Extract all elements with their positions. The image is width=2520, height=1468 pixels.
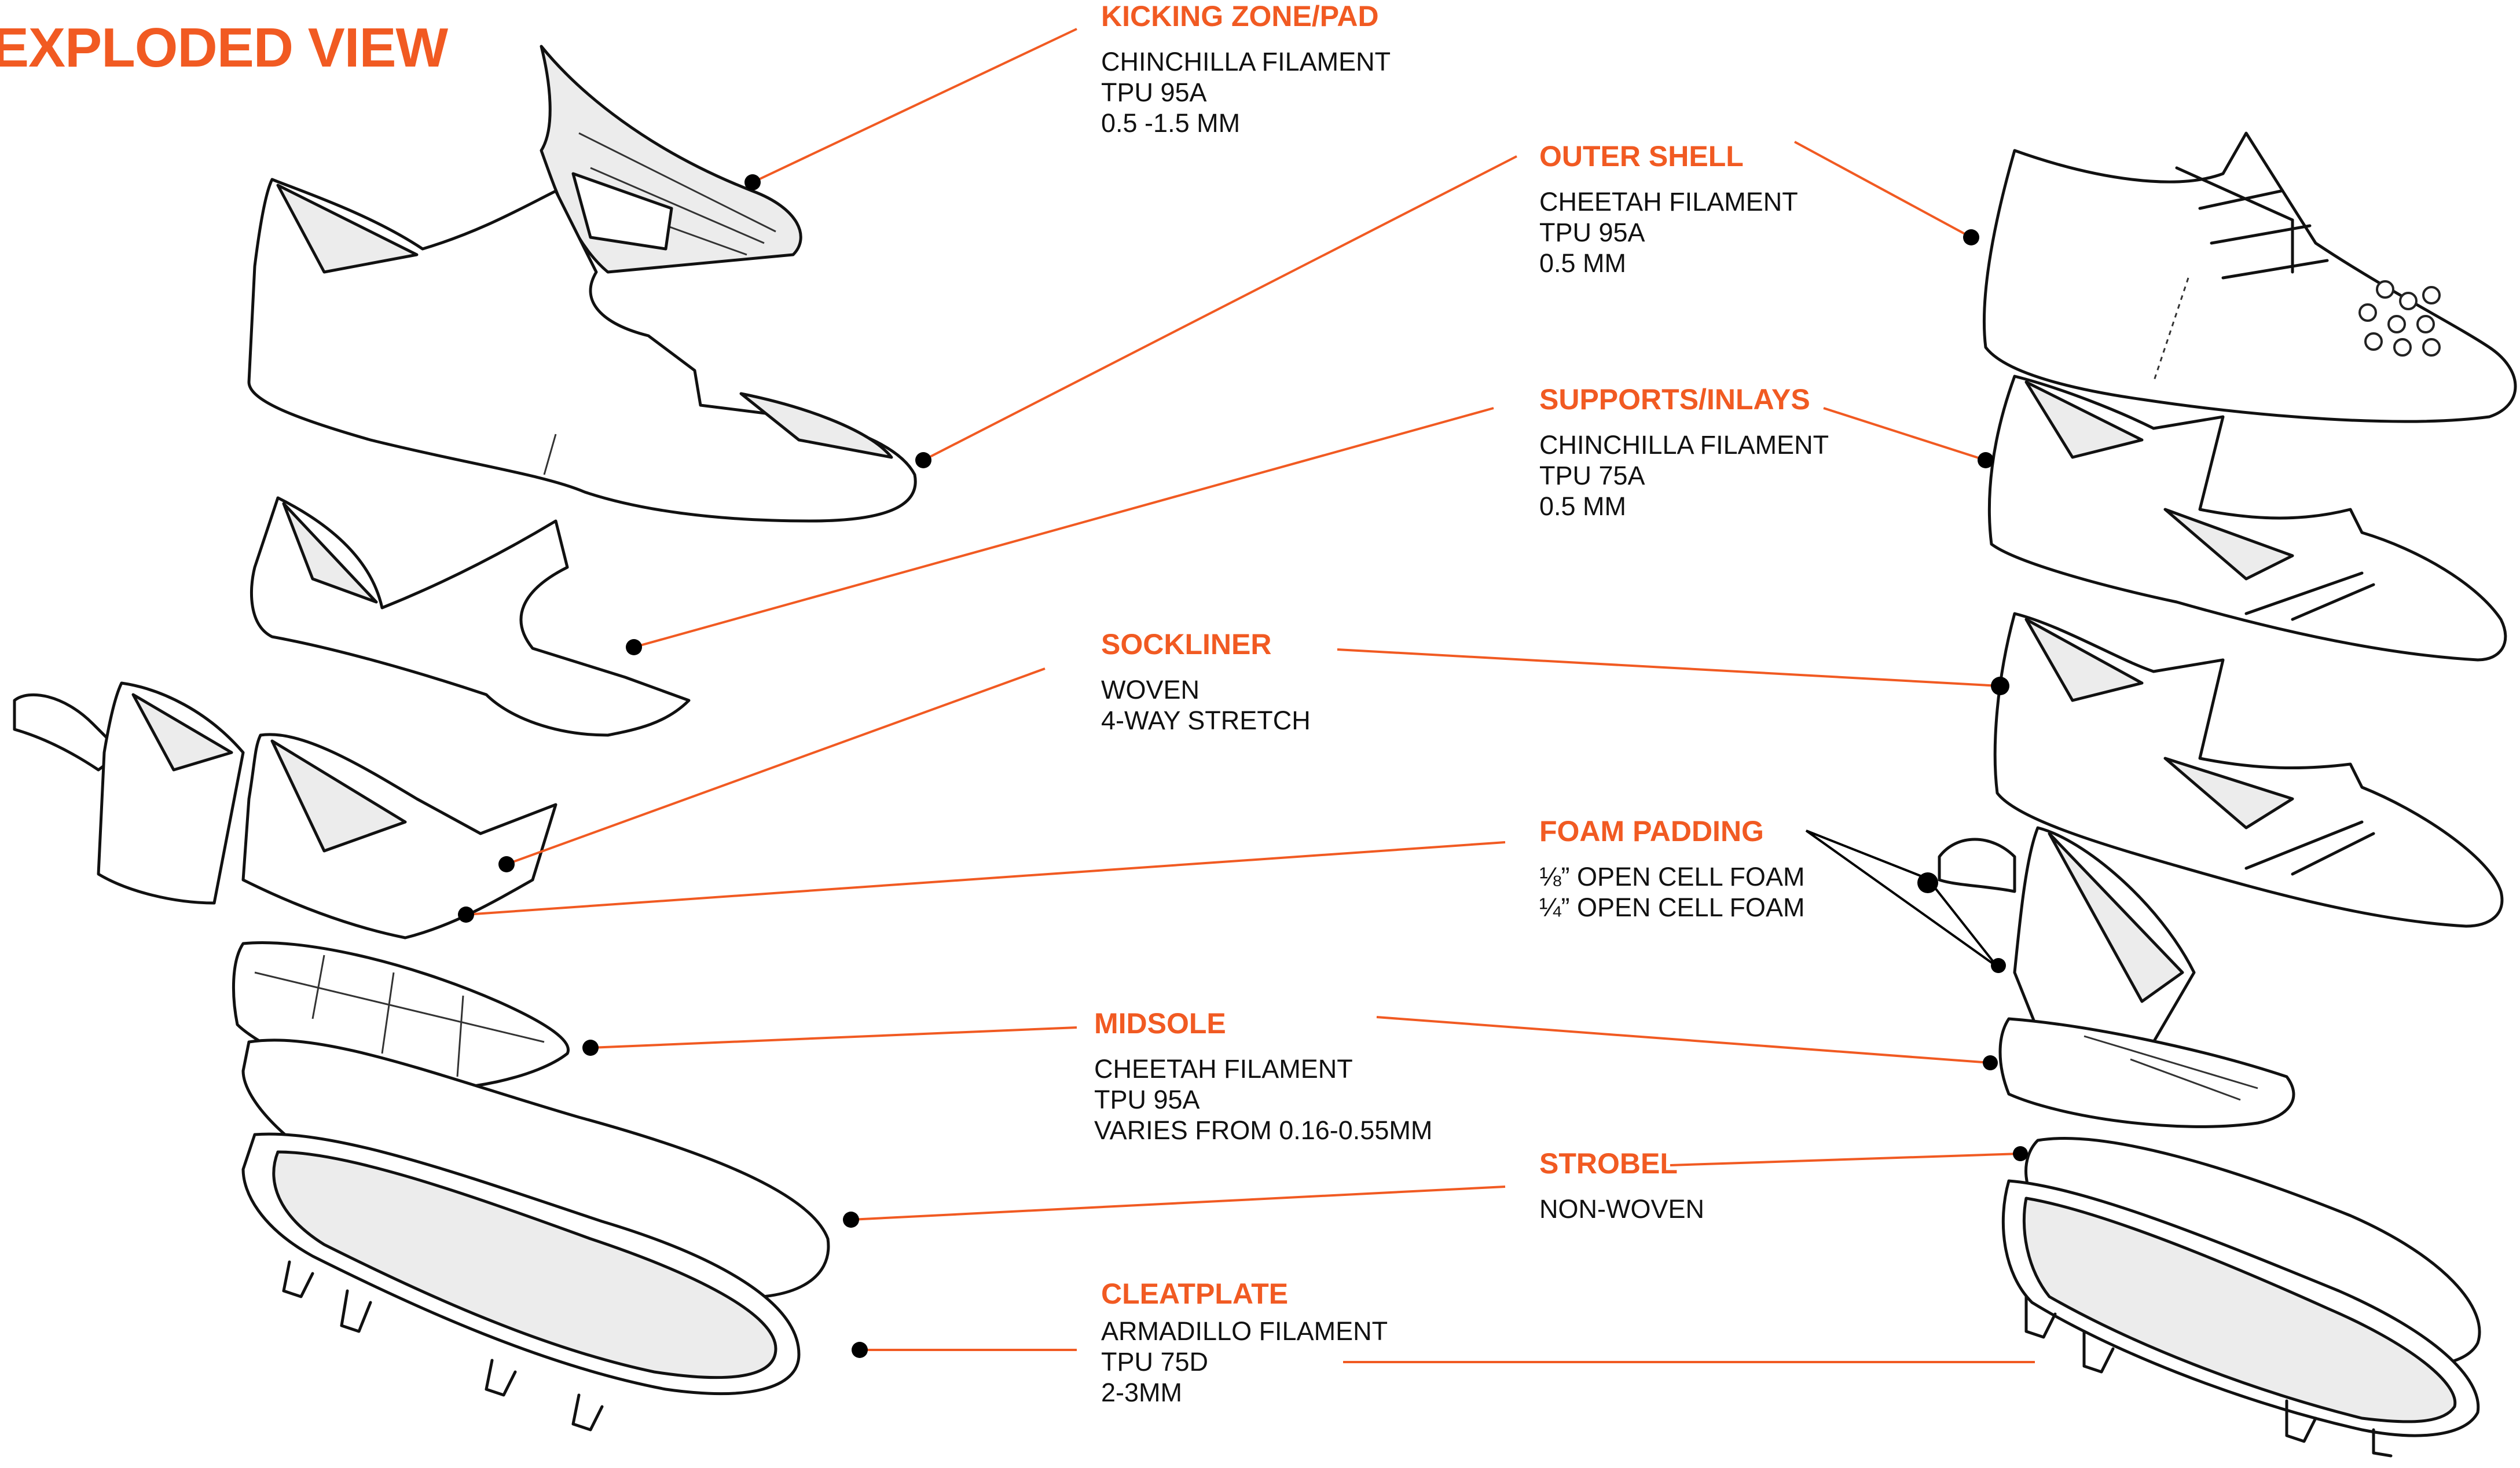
label-cleatplate: CLEATPLATE ARMADILLO FILAMENT TPU 75D 2-… [1101,1276,1388,1408]
label-outer-shell: OUTER SHELL CHEETAH FILAMENT TPU 95A 0.5… [1539,139,1798,278]
label-heading: OUTER SHELL [1539,139,1798,174]
label-line: ARMADILLO FILAMENT [1101,1316,1388,1346]
label-heading: SOCKLINER [1101,627,1311,662]
label-line: 0.5 MM [1539,491,1829,522]
label-line: NON-WOVEN [1539,1194,1704,1224]
label-line: 2-3MM [1101,1377,1388,1408]
label-line: TPU 95A [1094,1084,1432,1115]
label-line: 0.5 -1.5 MM [1101,108,1391,138]
left-foam-padding [14,683,243,903]
label-line: ⅛” OPEN CELL FOAM [1539,861,1804,892]
label-heading: STROBEL [1539,1146,1704,1181]
label-line: TPU 95A [1539,217,1798,248]
label-strobel: STROBEL NON-WOVEN [1539,1146,1704,1224]
label-line: TPU 75A [1539,460,1829,491]
label-heading: CLEATPLATE [1101,1276,1388,1311]
left-supports-inlays [251,498,689,735]
label-line: CHINCHILLA FILAMENT [1101,46,1391,77]
label-midsole: MIDSOLE CHEETAH FILAMENT TPU 95A VARIES … [1094,1006,1432,1146]
label-heading: SUPPORTS/INLAYS [1539,382,1829,417]
label-heading: FOAM PADDING [1539,814,1804,849]
label-sockliner: SOCKLINER WOVEN 4-WAY STRETCH [1101,627,1311,736]
label-line: CHEETAH FILAMENT [1539,186,1798,217]
label-heading: KICKING ZONE/PAD [1101,0,1391,34]
label-kicking-zone-pad: KICKING ZONE/PAD CHINCHILLA FILAMENT TPU… [1101,0,1391,138]
right-assembled-shoe [1984,133,2515,421]
page-title: EXPLODED VIEW [0,16,447,80]
label-line: TPU 75D [1101,1346,1388,1377]
label-line: 4-WAY STRETCH [1101,705,1311,736]
label-line: VARIES FROM 0.16-0.55MM [1094,1115,1432,1146]
label-line: ¼” OPEN CELL FOAM [1539,892,1804,923]
label-line: WOVEN [1101,674,1311,705]
label-heading: MIDSOLE [1094,1006,1432,1041]
label-line: CHINCHILLA FILAMENT [1539,430,1829,460]
label-line: CHEETAH FILAMENT [1094,1054,1432,1084]
left-sockliner [243,735,556,938]
label-foam-padding: FOAM PADDING ⅛” OPEN CELL FOAM ¼” OPEN C… [1539,814,1804,923]
label-line: TPU 95A [1101,77,1391,108]
label-line: 0.5 MM [1539,248,1798,278]
label-supports-inlays: SUPPORTS/INLAYS CHINCHILLA FILAMENT TPU … [1539,382,1829,522]
